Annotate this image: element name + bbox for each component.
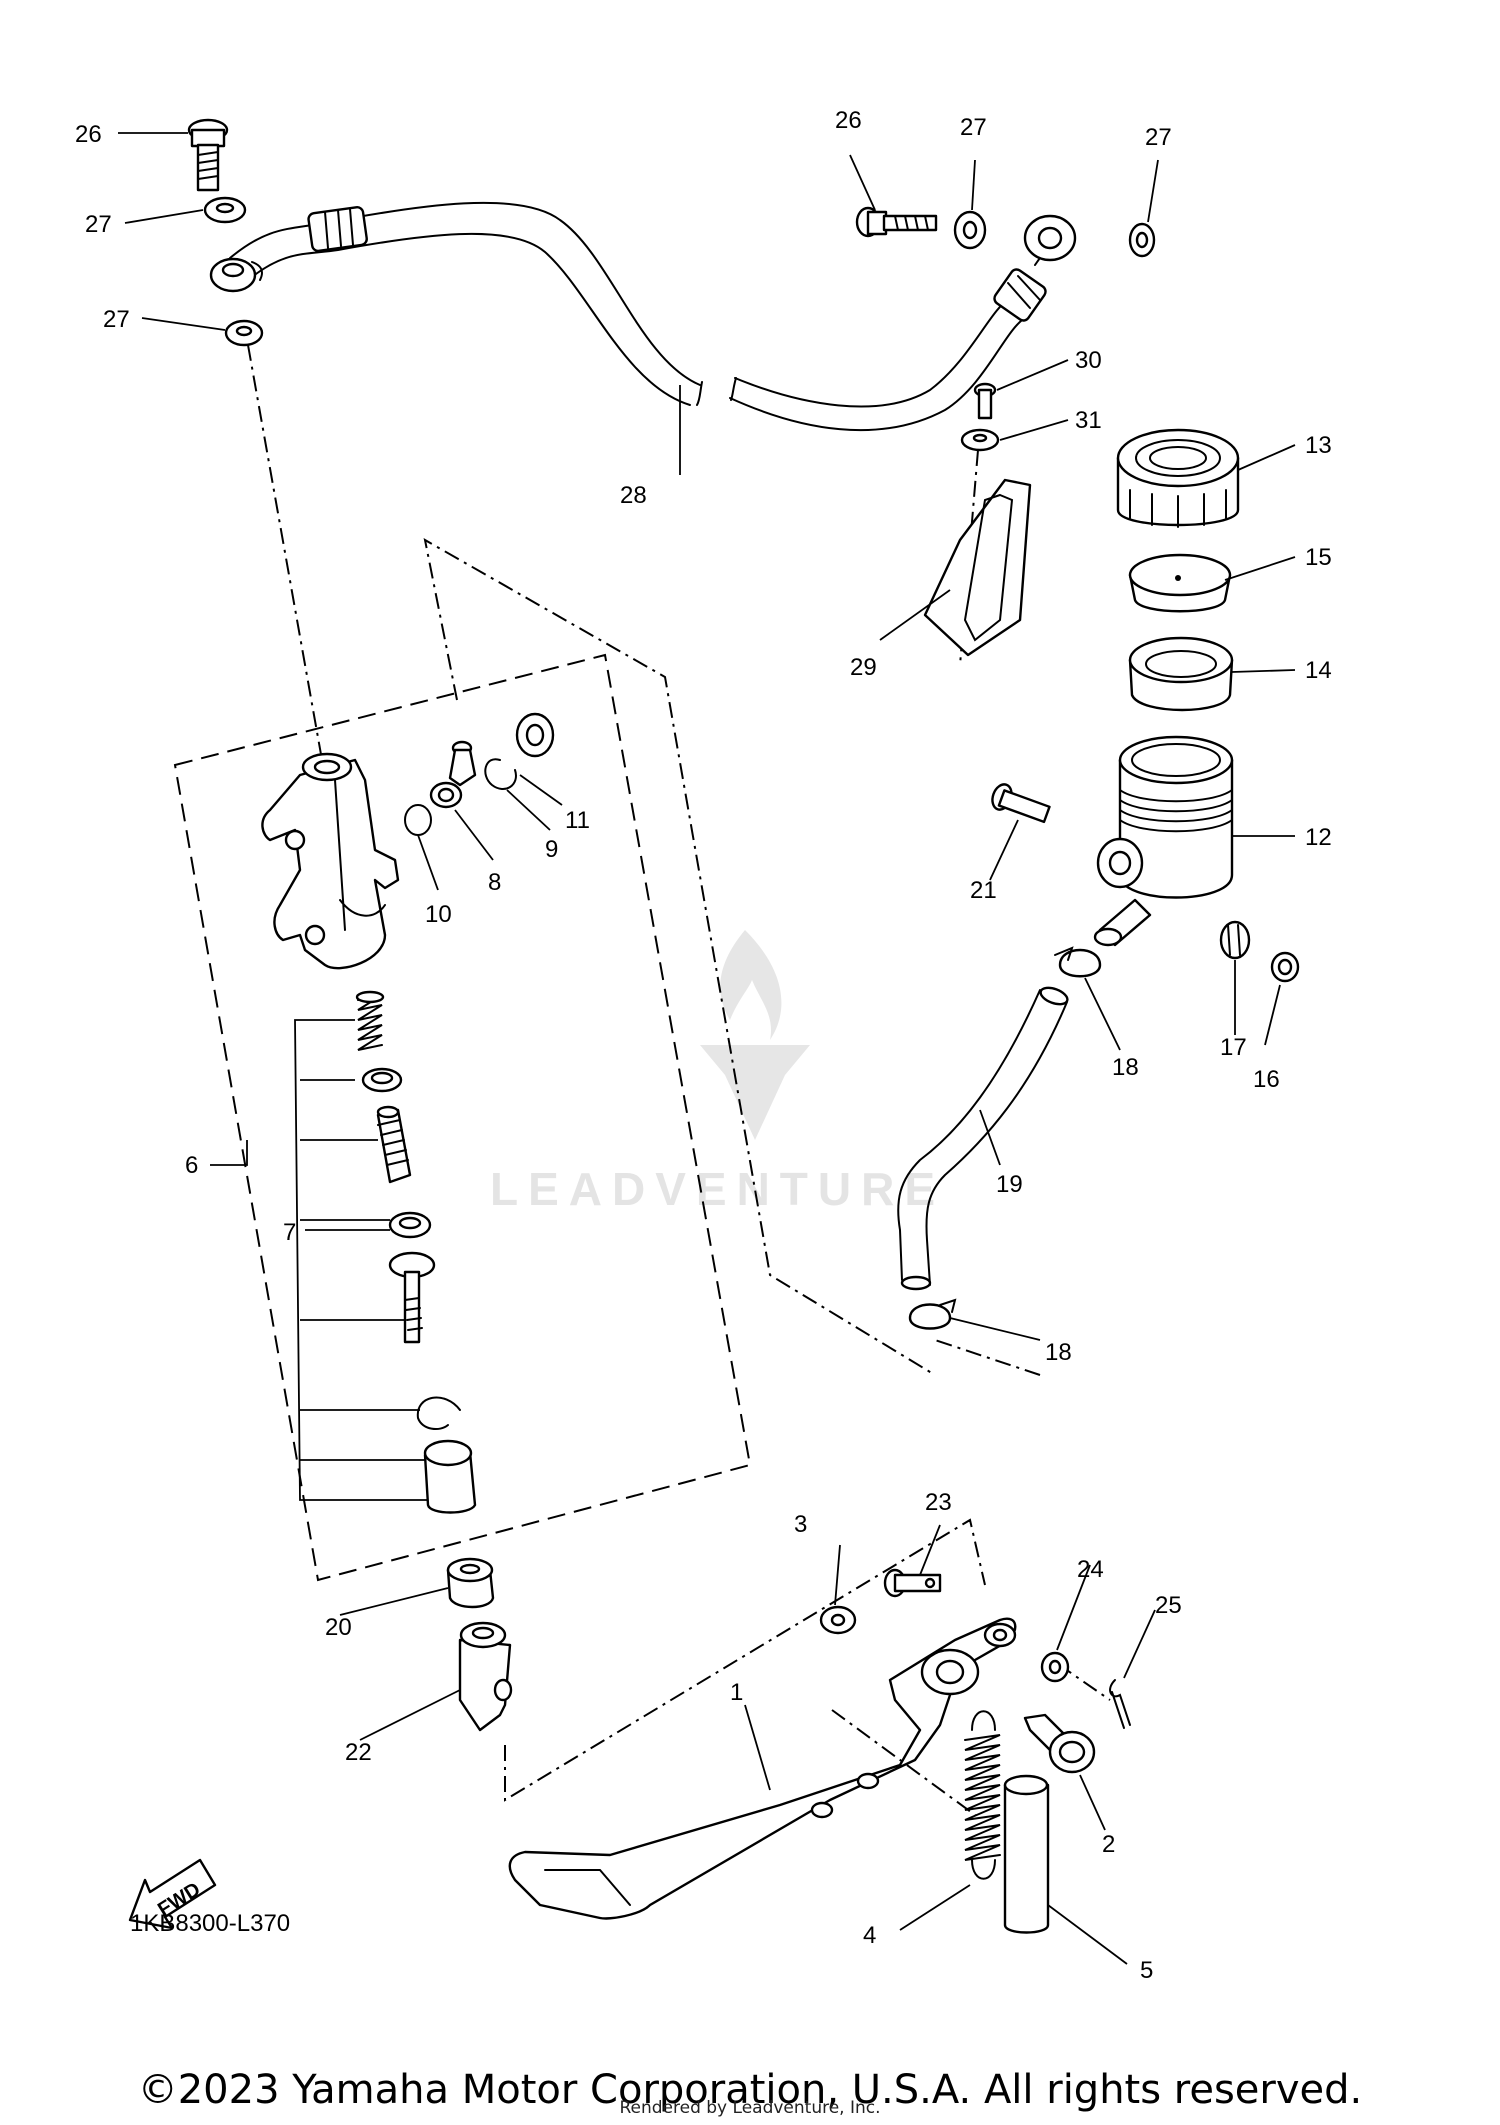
hose-joint [429, 740, 477, 809]
circlip-lower [416, 1396, 461, 1431]
callout-18-lower: 18 [1045, 1339, 1072, 1366]
washer-left-upper [203, 196, 247, 224]
washer-right-2 [1128, 222, 1156, 258]
washer-right-1 [953, 210, 987, 250]
banjo-fitting-left [209, 257, 257, 293]
callout-14: 14 [1305, 657, 1332, 684]
callout-11: 11 [565, 807, 590, 834]
pin-washer [1040, 1651, 1070, 1683]
boot-upper [515, 712, 555, 758]
pivot-bolt [1023, 1713, 1096, 1774]
collar [960, 428, 1000, 452]
pedal-group-line [504, 1518, 986, 1802]
watermark-logo [700, 930, 810, 1140]
callout-23: 23 [925, 1489, 952, 1516]
brake-pedal [508, 1617, 1017, 1920]
spring [355, 990, 385, 1051]
callout-30: 30 [1075, 347, 1102, 374]
callout-24: 24 [1077, 1556, 1104, 1583]
callout-9: 9 [545, 836, 558, 863]
brake-hose [229, 201, 1061, 432]
callout-13: 13 [1305, 432, 1332, 459]
callout-28: 28 [620, 482, 647, 509]
master-cylinder-assembly-box [173, 653, 752, 1582]
callout-17: 17 [1220, 1034, 1247, 1061]
master-cylinder-body [261, 752, 400, 970]
callout-25: 25 [1155, 1592, 1182, 1619]
callout-5: 5 [1140, 1957, 1153, 1984]
grommet [1219, 920, 1251, 960]
cup-lower [388, 1211, 432, 1239]
clevis [458, 1621, 513, 1732]
callout-16: 16 [1253, 1066, 1280, 1093]
callout-15: 15 [1305, 544, 1332, 571]
callout-26-right: 26 [835, 107, 862, 134]
clevis-pin [883, 1568, 942, 1598]
brake-hose-group-line [423, 538, 936, 1376]
callout-4: 4 [863, 1922, 876, 1949]
callout-27-right-1: 27 [960, 114, 987, 141]
callout-2: 2 [1102, 1831, 1115, 1858]
spring-sleeve [1003, 1774, 1050, 1934]
guard [923, 478, 1032, 657]
diagram-code: 1KB8300-L370 [130, 1910, 291, 1937]
plug [1270, 951, 1300, 983]
reservoir-screw [991, 783, 1051, 824]
reservoir-cap [1116, 428, 1240, 528]
callout-10: 10 [425, 901, 452, 928]
reservoir-hose [897, 986, 1069, 1291]
callout-19: 19 [996, 1171, 1023, 1198]
callout-27-right-2: 27 [1145, 124, 1172, 151]
copyright-notice: ©2023 Yamaha Motor Corporation, U.S.A. A… [137, 2067, 1363, 2113]
callout-7: 7 [283, 1219, 296, 1246]
washer-left-lower [224, 319, 264, 347]
o-ring [404, 804, 432, 836]
diaphragm-plate [1128, 553, 1232, 613]
callout-12: 12 [1305, 824, 1332, 851]
callout-20: 20 [325, 1614, 352, 1641]
callout-8: 8 [488, 869, 501, 896]
cup-upper [361, 1067, 403, 1093]
small-bolt [973, 382, 997, 420]
callout-22: 21 [970, 877, 997, 904]
diaphragm [1128, 636, 1234, 712]
callout-31: 31 [1075, 407, 1102, 434]
callout-labels: 26 27 27 26 27 27 30 31 28 29 13 15 14 1… [75, 107, 1332, 1984]
watermark-text: LEADVENTURE [490, 1163, 945, 1215]
callout-26-left: 26 [75, 121, 102, 148]
callout-27-left-lower: 27 [103, 306, 130, 333]
callout-27-left-upper: 27 [85, 211, 112, 238]
banjo-bolt-right [855, 206, 938, 238]
alignment-line-4 [831, 1709, 976, 1816]
return-spring [964, 1710, 1001, 1880]
clevis-nut [446, 1557, 495, 1609]
hose-clip-lower [908, 1298, 957, 1330]
rendered-by-credit: Rendered by Leadventure, Inc. [619, 2098, 881, 2118]
banjo-bolt-left [187, 118, 229, 192]
reservoir-tank [1093, 735, 1234, 947]
cotter-pin [1109, 1679, 1131, 1729]
callout-3: 3 [794, 1511, 807, 1538]
dust-boot [423, 1439, 477, 1514]
circlip-upper [484, 758, 517, 790]
banjo-fitting-right [1023, 214, 1077, 262]
callout-21: 22 [345, 1739, 372, 1766]
pedal-washer [819, 1605, 857, 1635]
callout-1: 1 [730, 1679, 743, 1706]
callout-18-upper: 18 [1112, 1054, 1139, 1081]
kit-bracket [294, 1019, 428, 1501]
callout-29: 29 [850, 654, 877, 681]
hose-clip-upper [1054, 946, 1102, 978]
push-rod [388, 1251, 436, 1344]
alignment-line-26-top [247, 344, 323, 761]
piston-spring-retainer [376, 1105, 412, 1184]
leader-lines [118, 132, 1296, 1965]
callout-6: 6 [185, 1152, 198, 1179]
reservoir-group-line [934, 1339, 1041, 1376]
